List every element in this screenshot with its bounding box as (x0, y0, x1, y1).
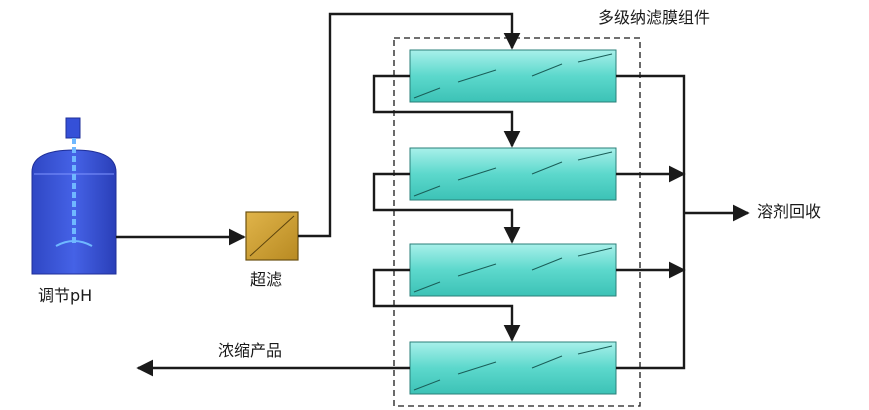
flow-lines (116, 12, 750, 377)
membrane-module-4 (409, 341, 617, 395)
flow-permeate-main (616, 74, 686, 370)
flow-uf-to-module-1 (298, 12, 521, 238)
membrane-module-2 (409, 147, 617, 201)
flow-module-1-to-2 (372, 74, 521, 148)
flow-module-2-to-3 (372, 172, 521, 244)
ultrafiltration-label: 超滤 (250, 270, 283, 289)
membrane-module-1 (409, 49, 617, 103)
concentrated-product-label: 浓缩产品 (218, 341, 283, 360)
flow-module-3-to-4 (372, 268, 521, 342)
nanofiltration-membrane-icon (409, 49, 617, 395)
ph-tank-label: 调节pH (38, 286, 93, 305)
membrane-module-3 (409, 243, 617, 297)
ultrafilter-icon (245, 211, 299, 261)
reactor-tank-icon (31, 117, 117, 275)
solvent-recovery-label: 溶剂回收 (757, 202, 822, 221)
module-group-label: 多级纳滤膜组件 (598, 8, 711, 27)
